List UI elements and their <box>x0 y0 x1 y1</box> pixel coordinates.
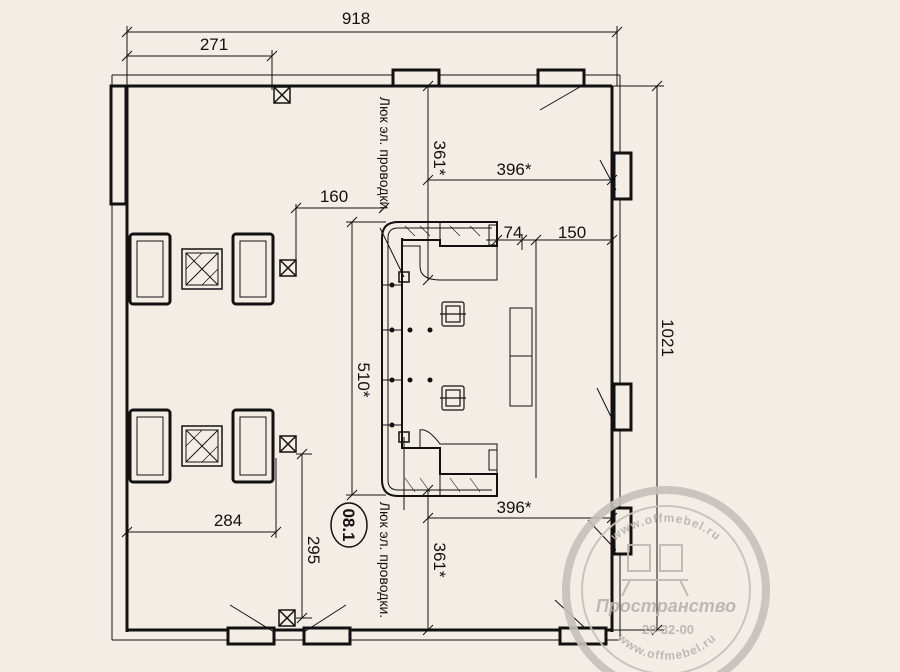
seating-group-lower <box>128 408 275 484</box>
coffee-table <box>181 425 223 467</box>
note-hatch-bottom: Люк эл. проводки. <box>377 502 393 618</box>
outlet-box-top <box>273 86 291 104</box>
dim-bottom-left-width: 284 <box>214 511 242 530</box>
zone-tag-label: 08.1 <box>339 508 358 541</box>
counter-joints <box>389 282 433 428</box>
window-leaders <box>229 83 617 633</box>
counter-segment-marks <box>382 222 441 496</box>
office-chair <box>440 301 466 327</box>
window-right-2 <box>612 382 633 432</box>
outlet-box-lower-group <box>279 435 297 453</box>
armchair <box>231 408 275 484</box>
armchair <box>231 232 275 306</box>
outlet-box-upper-group <box>279 259 297 277</box>
dim-bottom-left-height: 295 <box>304 536 323 564</box>
dim-top-vertical: 361* <box>430 141 449 176</box>
room-walls <box>110 74 621 641</box>
dim-counter-length: 510* <box>354 363 373 398</box>
dimension-lines <box>121 26 664 636</box>
window-right-3 <box>612 506 633 556</box>
hatch-leaders <box>379 227 405 510</box>
back-cabinets <box>509 240 537 478</box>
note-hatch-top: Люк эл. проводки. <box>377 97 393 213</box>
coffee-table <box>181 248 223 290</box>
window-bottom-1 <box>226 626 276 646</box>
dim-counter-gap: 150 <box>558 223 586 242</box>
dim-counter-depth: 74 <box>504 223 523 242</box>
window-left <box>109 84 128 206</box>
counter-hatching <box>404 225 481 493</box>
window-right-1 <box>612 151 633 201</box>
dimension-labels: 918 271 160 396* 74 150 396* 284 510* 36… <box>200 9 677 578</box>
dim-overall-width: 918 <box>342 9 370 28</box>
dim-right-span-top: 396* <box>497 160 532 179</box>
dim-wall-to-counter: 160 <box>320 187 348 206</box>
outlet-box-bottom <box>278 609 296 627</box>
office-chair <box>440 385 466 411</box>
armchair <box>128 408 172 484</box>
zone-tag: 08.1 <box>330 502 368 548</box>
stamp-brand: Пространство <box>596 596 736 616</box>
reception-counter <box>381 221 498 497</box>
window-bottom-2 <box>302 626 352 646</box>
stamp-phone: 20-32-00 <box>642 622 694 637</box>
outlet-boxes <box>273 86 297 627</box>
dim-overall-height: 1021 <box>658 319 677 357</box>
stamp-chairs-icon <box>621 544 689 597</box>
armchair <box>128 232 172 306</box>
window-top-2 <box>536 68 586 88</box>
windows <box>109 68 633 646</box>
office-chairs <box>440 301 466 411</box>
dim-right-span-bottom: 396* <box>497 498 532 517</box>
dim-bottom-vertical: 361* <box>430 543 449 578</box>
dim-top-left-offset: 271 <box>200 35 228 54</box>
window-top-1 <box>391 68 441 88</box>
seating-group-upper <box>128 232 275 306</box>
hatch-notes: Люк эл. проводки. Люк эл. проводки. <box>377 97 393 618</box>
